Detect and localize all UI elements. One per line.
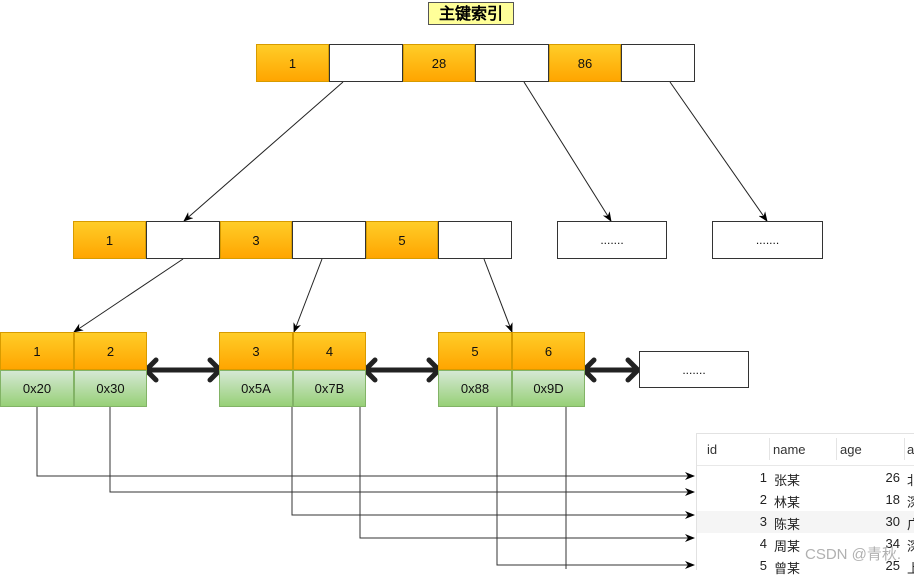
root-pointer-1 [329, 44, 403, 82]
edge-root-to-l2-ph2 [669, 81, 768, 222]
leaf2-key-1: 3 [219, 332, 293, 370]
cell-addr: 深 [907, 539, 914, 554]
cell-addr: 北 [907, 473, 914, 488]
root-key-1: 1 [256, 44, 329, 82]
leaf-placeholder: ....... [639, 351, 749, 388]
cell-id: 1 [759, 470, 767, 485]
watermark: CSDN @青秋. [805, 546, 902, 563]
column-divider [769, 438, 770, 460]
l2-key-2: 3 [220, 221, 292, 259]
leaf3-key-1: 5 [438, 332, 512, 370]
column-divider [904, 438, 905, 460]
table-row: 1 张某 26 北 [697, 467, 914, 489]
column-header-age: age [840, 442, 862, 457]
cell-id: 3 [759, 514, 767, 529]
leaf-link-3-next [581, 357, 641, 383]
leaf1-key-2: 2 [74, 332, 147, 370]
column-header-addr: ad [907, 442, 914, 457]
cell-name: 林某 [774, 495, 801, 510]
l2-key-1: 1 [73, 221, 146, 259]
diagram-title: 主键索引 [428, 2, 514, 25]
cell-id: 5 [759, 558, 767, 573]
row-pointer-5 [496, 407, 695, 569]
cell-name: 曾某 [774, 561, 801, 576]
row-pointer-4 [359, 407, 695, 542]
row-pointer-2 [109, 407, 695, 496]
l2-pointer-2 [292, 221, 366, 259]
root-key-2: 28 [403, 44, 475, 82]
cell-name: 张某 [774, 473, 801, 488]
column-header-id: id [707, 442, 718, 457]
l2-placeholder-2: ....... [712, 221, 823, 259]
root-pointer-3 [621, 44, 695, 82]
table-row: 4 周某 34 深 [697, 533, 914, 555]
root-pointer-2 [475, 44, 549, 82]
leaf2-addr-1: 0x5A [219, 370, 293, 407]
edge-root-to-l2-ph1 [523, 81, 612, 222]
edge-root-to-l2-node [183, 81, 344, 222]
leaf1-addr-1: 0x20 [0, 370, 74, 407]
row-pointer-3 [291, 407, 695, 519]
l2-pointer-3 [438, 221, 512, 259]
cell-age: 30 [885, 514, 900, 529]
leaf1-addr-2: 0x30 [74, 370, 147, 407]
leaf1-key-1: 1 [0, 332, 74, 370]
table-row: 2 林某 18 深 [697, 489, 914, 511]
table-header: id name age ad [697, 434, 914, 466]
root-key-3: 86 [549, 44, 621, 82]
cell-id: 2 [759, 492, 767, 507]
l2-pointer-1 [146, 221, 220, 259]
cell-name: 周某 [774, 539, 801, 554]
table-row: 3 陈某 30 广 [697, 511, 914, 533]
leaf2-addr-2: 0x7B [293, 370, 366, 407]
leaf3-key-2: 6 [512, 332, 585, 370]
column-header-name: name [773, 442, 806, 457]
cell-id: 4 [759, 536, 767, 551]
edge-l2-to-leaf1 [73, 258, 184, 333]
leaf3-addr-2: 0x9D [512, 370, 585, 407]
edge-l2-to-leaf3 [483, 258, 513, 333]
row-pointer-1 [36, 407, 695, 480]
cell-age: 18 [885, 492, 900, 507]
leaf2-key-2: 4 [293, 332, 366, 370]
leaf-link-2-3 [362, 357, 442, 383]
cell-addr: 上 [907, 561, 914, 576]
leaf-link-1-2 [143, 357, 223, 383]
cell-age: 26 [885, 470, 900, 485]
cell-age: 34 [885, 536, 900, 551]
column-divider [836, 438, 837, 460]
leaf3-addr-1: 0x88 [438, 370, 512, 407]
l2-placeholder-1: ....... [557, 221, 667, 259]
cell-addr: 广 [907, 517, 914, 532]
data-table: id name age ad 1 张某 26 北 2 林某 18 深 3 陈某 … [696, 433, 914, 576]
cell-name: 陈某 [774, 517, 801, 532]
l2-key-3: 5 [366, 221, 438, 259]
edge-l2-to-leaf2 [293, 258, 323, 333]
cell-addr: 深 [907, 495, 914, 510]
